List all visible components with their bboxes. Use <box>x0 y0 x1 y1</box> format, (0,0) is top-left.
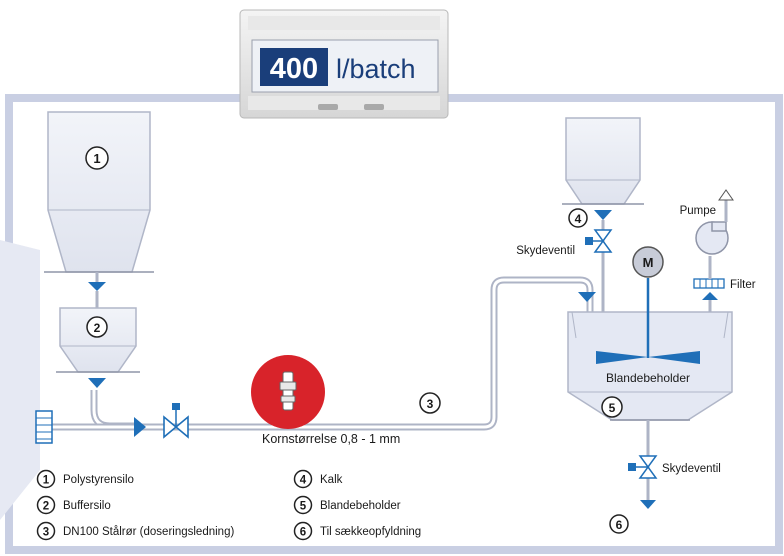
motor-label: M <box>643 255 654 270</box>
inlet-valve-icon <box>578 292 596 302</box>
legend-marker-icon <box>36 521 56 541</box>
legend-text: Blandebeholder <box>320 500 401 512</box>
pump-label: Pumpe <box>680 205 716 217</box>
legend-marker-icon <box>293 521 313 541</box>
polystyrene-silo: 1 <box>44 111 154 273</box>
legend: 1 Polystyrensilo 2 Buffersilo 3 DN100 Stålrør… <box>36 469 421 541</box>
check-valve-icon <box>134 417 146 437</box>
marker-1: 1 <box>93 151 100 166</box>
display-unit: l/batch <box>336 54 416 84</box>
blandebeholder-label: Blandebeholder <box>606 371 690 385</box>
marker-4: 4 <box>575 212 582 226</box>
display-value: 400 <box>270 53 318 85</box>
legend-marker-icon <box>36 495 56 515</box>
pump-icon <box>695 221 729 255</box>
left-decoration <box>0 240 40 520</box>
legend-number: 4 <box>300 475 307 487</box>
legend-text: DN100 Stålrør (doseringsledning) <box>63 526 234 538</box>
mixer-blade-icon <box>596 351 700 364</box>
legend-item: 6 Til sækkeopfyldning <box>293 521 421 541</box>
legend-number: 6 <box>300 527 306 539</box>
filter-label: Filter <box>730 279 756 291</box>
legend-marker-icon <box>293 495 313 515</box>
legend-number: 5 <box>300 501 307 513</box>
top-slide-valve-icon <box>585 229 613 253</box>
slide-valve-label-top: Skydeventil <box>516 245 575 257</box>
marker-2: 2 <box>94 321 101 335</box>
legend-item: 2 Buffersilo <box>36 495 111 515</box>
legend-item: 3 DN100 Stålrør (doseringsledning) <box>36 521 234 541</box>
lime-silo <box>562 117 644 205</box>
marker-6: 6 <box>616 518 623 532</box>
valve-icon <box>88 378 106 388</box>
legend-item: 1 Polystyrensilo <box>36 469 134 489</box>
bottom-slide-valve-icon <box>628 455 658 479</box>
dosing-pipe <box>48 276 594 431</box>
legend-number: 2 <box>43 501 49 513</box>
valve-icon <box>88 282 106 291</box>
legend-text: Polystyrensilo <box>63 474 134 486</box>
valve-icon <box>594 210 612 220</box>
marker-5: 5 <box>609 401 616 415</box>
legend-text: Buffersilo <box>63 500 111 512</box>
exhaust-arrow-icon <box>718 189 734 201</box>
legend-marker-icon <box>36 469 56 489</box>
gate-valve-icon <box>163 403 189 439</box>
marker-3: 3 <box>427 397 434 411</box>
filter-arrow-icon <box>702 292 718 300</box>
grain-size-label: Kornstørrelse 0,8 - 1 mm <box>262 432 400 446</box>
display-number-box <box>260 48 328 86</box>
outlet-arrow-icon <box>640 500 656 509</box>
motor-icon <box>632 246 664 278</box>
grain-size-sensor-icon <box>251 355 325 429</box>
legend-text: Kalk <box>320 474 343 486</box>
batch-display: 400 l/batch <box>239 9 449 119</box>
legend-item: 5 Blandebeholder <box>293 495 401 515</box>
slide-valve-label-bottom: Skydeventil <box>662 463 721 475</box>
legend-item: 4 Kalk <box>293 469 343 489</box>
inlet-grate <box>35 410 53 444</box>
legend-text: Til sækkeopfyldning <box>320 526 421 538</box>
mixing-vessel <box>567 311 733 421</box>
legend-number: 3 <box>43 527 49 539</box>
buffer-silo: 2 <box>56 307 140 373</box>
filter-icon <box>693 278 725 289</box>
legend-marker-icon <box>293 469 313 489</box>
legend-number: 1 <box>43 475 50 487</box>
